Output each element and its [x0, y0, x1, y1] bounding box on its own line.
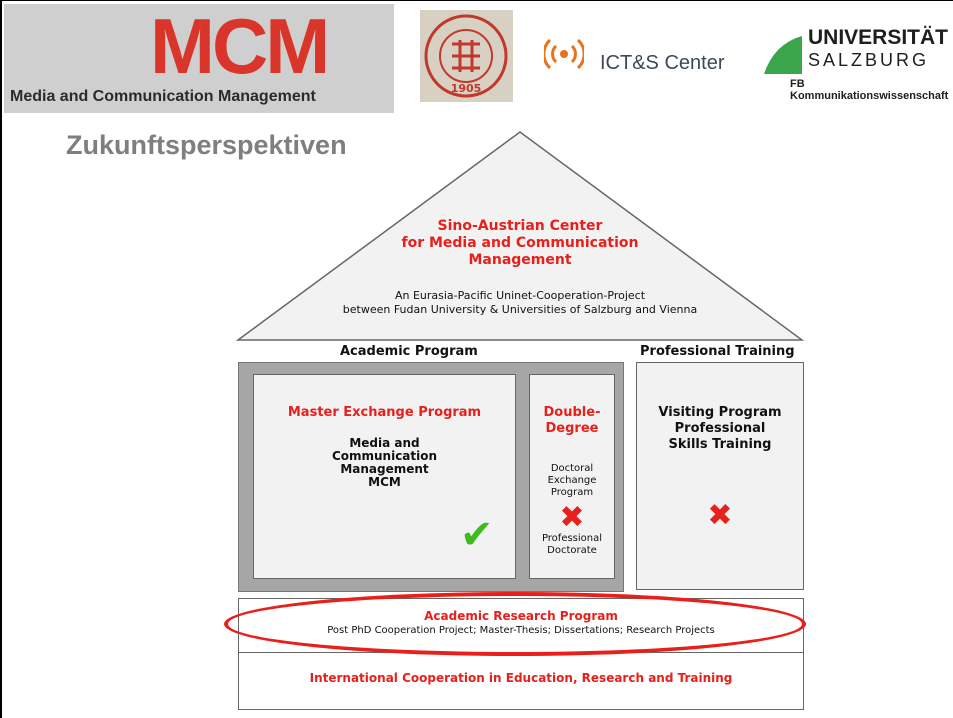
- salzburg-logo-line1: UNIVERSITÄT: [808, 26, 949, 49]
- doctoral-exchange-line3: Program: [550, 487, 594, 498]
- icts-logo-icon: [544, 38, 584, 70]
- professional-training-text: Visiting Program Professional Skills Tra…: [637, 405, 803, 453]
- double-degree-title: Double- Degree: [530, 405, 614, 437]
- roof-title-line3: Management: [468, 252, 572, 268]
- cross-mark-icon: ✖: [707, 498, 733, 533]
- slide-frame-left: [0, 0, 2, 718]
- cross-mark-icon: ✖: [559, 500, 585, 535]
- highlight-ellipse: [224, 592, 806, 656]
- mcm-logo-subtitle: Media and Communication Management: [10, 88, 316, 105]
- professional-training-line1: Visiting Program: [658, 405, 782, 420]
- professional-training-heading: Professional Training: [640, 344, 795, 359]
- professional-training-box: Visiting Program Professional Skills Tra…: [636, 362, 804, 590]
- fudan-seal-year: 1905: [451, 82, 482, 95]
- doctoral-exchange-label: Doctoral Exchange Program: [530, 463, 614, 499]
- fudan-university-seal: 1905: [420, 10, 513, 102]
- salzburg-logo-department: FB Kommunikationswissenschaft: [790, 78, 949, 102]
- professional-doctorate-label: Professional Doctorate: [530, 533, 614, 557]
- salzburg-logo-icon: [764, 36, 802, 74]
- roof-subtitle-line2: between Fudan University & Universities …: [342, 303, 698, 316]
- master-program-name: Media and Communication Management MCM: [254, 437, 515, 489]
- professional-doctorate-line1: Professional: [541, 533, 603, 544]
- salzburg-logo-line2: SALZBURG: [808, 50, 930, 70]
- professional-training-line2: Professional: [674, 421, 766, 436]
- master-exchange-title: Master Exchange Program: [287, 405, 482, 420]
- house-roof: [236, 131, 805, 341]
- slide-frame-top: [0, 0, 953, 1]
- international-cooperation-label: International Cooperation in Education, …: [309, 671, 733, 685]
- professional-doctorate-line2: Doctorate: [547, 545, 597, 556]
- roof-title-line1: Sino-Austrian Center: [437, 218, 603, 234]
- roof-title: Sino-Austrian Center for Media and Commu…: [340, 218, 700, 269]
- roof-subtitle-line1: An Eurasia-Pacific Uninet-Cooperation-Pr…: [394, 289, 646, 302]
- check-mark-icon: ✔: [460, 512, 494, 558]
- roof-title-line2: for Media and Communication: [401, 235, 639, 251]
- mcm-logo: [4, 4, 394, 113]
- professional-training-line3: Skills Training: [668, 437, 772, 452]
- double-degree-title-line2: Degree: [545, 421, 599, 436]
- doctoral-exchange-line2: Exchange: [547, 475, 597, 486]
- academic-program-heading: Academic Program: [340, 344, 478, 359]
- master-exchange-box: Master Exchange Program Media and Commun…: [253, 374, 516, 579]
- international-cooperation-box: International Cooperation in Education, …: [238, 652, 804, 710]
- double-degree-box: Double- Degree Doctoral Exchange Program…: [529, 374, 615, 579]
- fudan-seal-icon: 1905: [424, 14, 508, 98]
- mcm-logo-word: MCM: [150, 2, 330, 90]
- master-program-line3: Management: [340, 462, 429, 476]
- icts-center-label: ICT&S Center: [600, 52, 725, 74]
- doctoral-exchange-line1: Doctoral: [550, 463, 594, 474]
- salzburg-logo: [760, 32, 806, 82]
- master-program-line2: Communication: [331, 449, 438, 463]
- master-program-line1: Media and: [349, 436, 420, 450]
- master-program-line4: MCM: [368, 475, 401, 489]
- slide-title: Zukunftsperspektiven: [66, 130, 347, 160]
- icts-center-logo: [538, 30, 738, 86]
- double-degree-title-line1: Double-: [543, 405, 601, 420]
- roof-subtitle: An Eurasia-Pacific Uninet-Cooperation-Pr…: [300, 289, 740, 317]
